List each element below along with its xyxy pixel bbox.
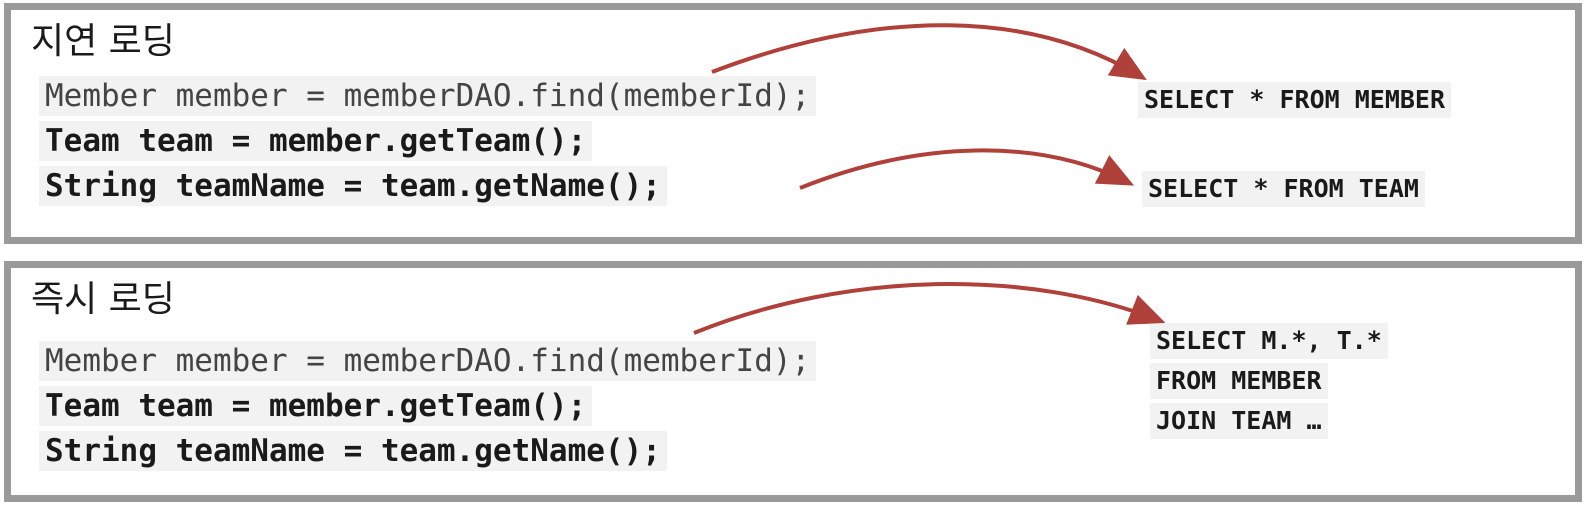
lazy-sql-member: SELECT * FROM MEMBER (1138, 82, 1452, 118)
eager-sql-from: FROM MEMBER (1150, 363, 1328, 399)
lazy-code-line-teamname: String teamName = team.getName(); (39, 166, 667, 206)
eager-code-line-member: Member member = memberDAO.find(memberId)… (39, 341, 817, 381)
lazy-code-line-member: Member member = memberDAO.find(memberId)… (39, 76, 817, 116)
eager-loading-panel: 즉시 로딩 Member member = memberDAO.find(mem… (4, 261, 1582, 502)
eager-code-line-team: Team team = member.getTeam(); (39, 386, 593, 426)
lazy-sql-team: SELECT * FROM TEAM (1142, 171, 1425, 207)
eager-sql-join: JOIN TEAM … (1150, 403, 1328, 439)
eager-loading-title: 즉시 로딩 (31, 279, 175, 320)
eager-sql-select: SELECT M.*, T.* (1150, 323, 1388, 359)
lazy-loading-panel: 지연 로딩 Member member = memberDAO.find(mem… (4, 3, 1582, 244)
lazy-loading-title: 지연 로딩 (31, 21, 175, 62)
lazy-code-line-team: Team team = member.getTeam(); (39, 121, 593, 161)
eager-code-line-teamname: String teamName = team.getName(); (39, 431, 667, 471)
